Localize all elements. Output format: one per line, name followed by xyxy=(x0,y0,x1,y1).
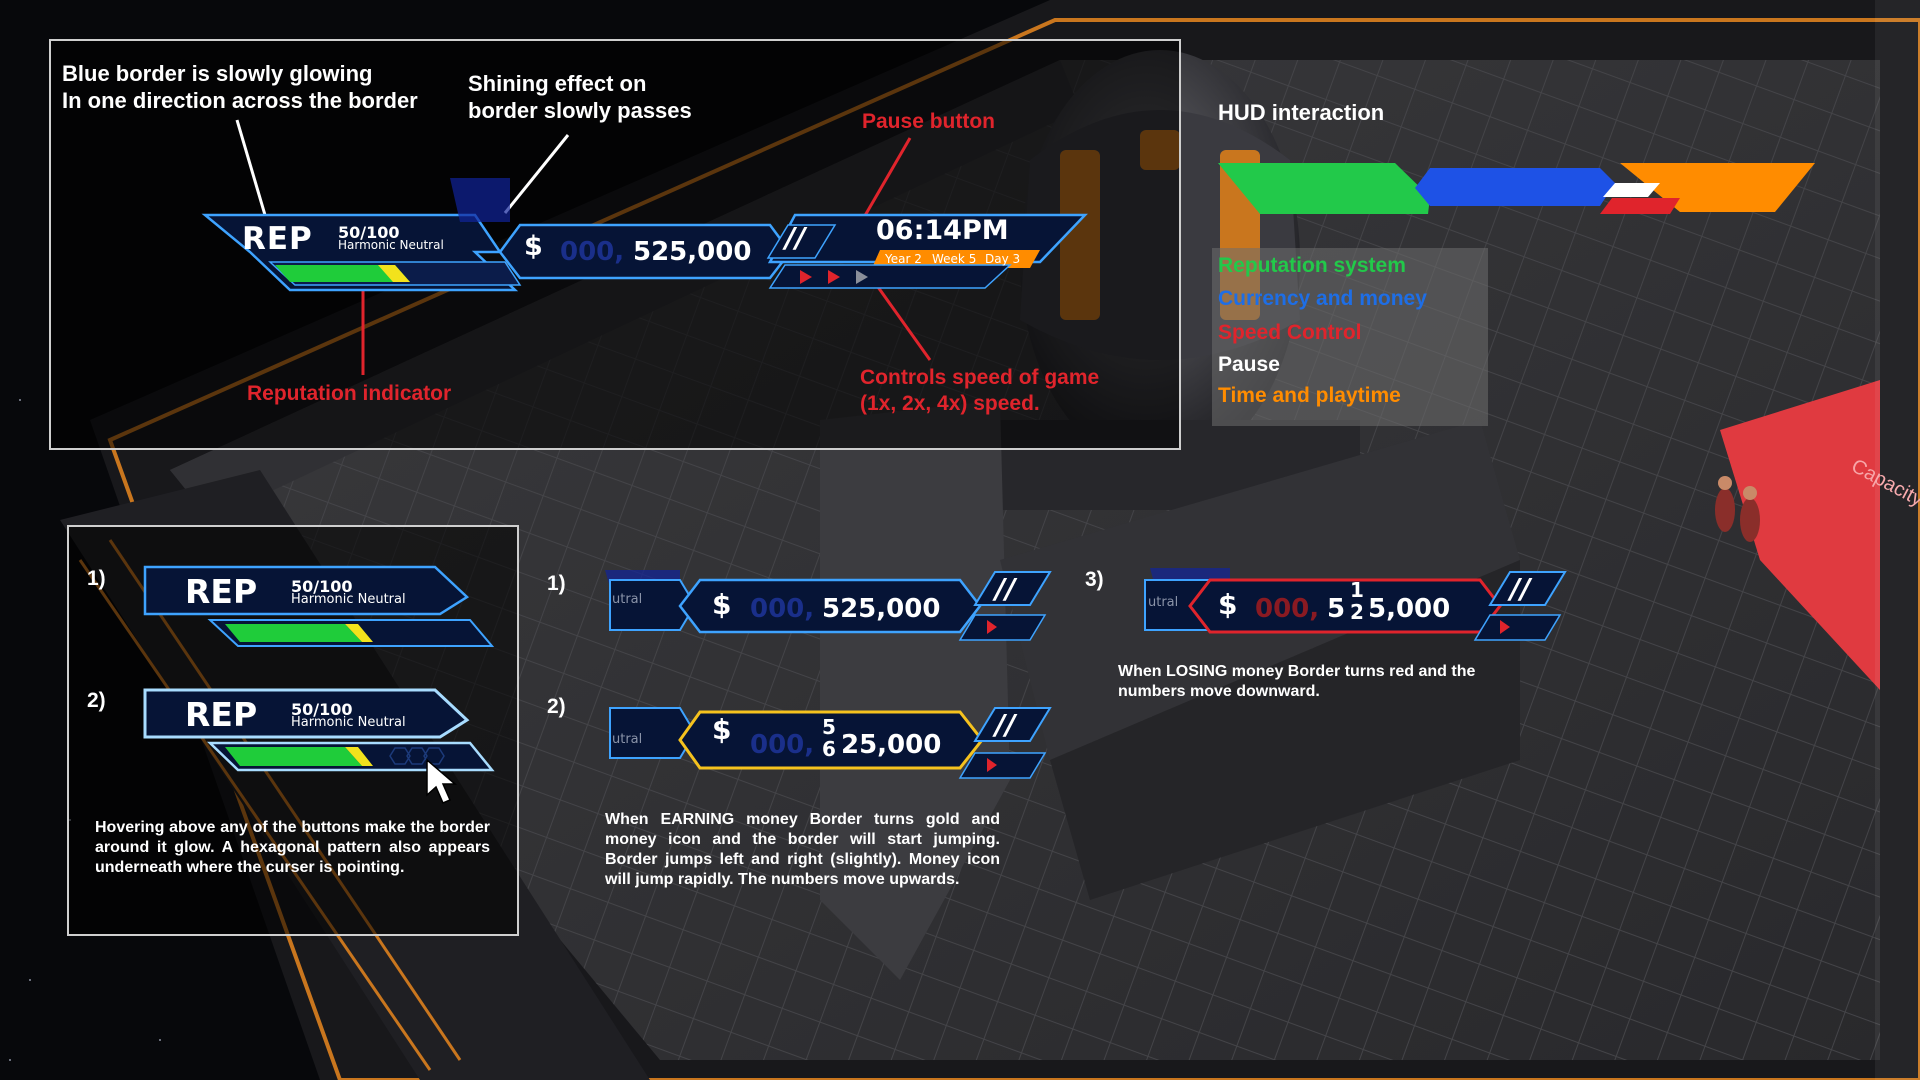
losing-money-lead: 5 xyxy=(1327,594,1346,624)
clock-time: 06:14PM xyxy=(876,215,1009,246)
normal-money-icon[interactable]: $ xyxy=(712,588,732,621)
rep-fill xyxy=(275,265,410,282)
money-value: 525,000 xyxy=(633,237,752,267)
money-state-number-3: 3) xyxy=(1085,568,1104,591)
reputation-indicator-label: Reputation indicator xyxy=(247,382,452,405)
normal-pause-icon[interactable]: // xyxy=(995,572,1016,605)
year-label: Year 2 xyxy=(885,252,922,266)
earning-money-icon[interactable]: $ xyxy=(712,713,732,746)
hover-rep-value-2: 50/100 xyxy=(291,700,353,719)
losing-pause-icon[interactable]: // xyxy=(1510,572,1531,605)
legend-item-reputation: Reputation system xyxy=(1218,254,1406,277)
speed-arrows xyxy=(800,270,868,284)
losing-digit-bottom: 2 xyxy=(1350,600,1364,624)
losing-money-rest: 5,000 xyxy=(1368,594,1451,624)
rep-value: 50/100 xyxy=(338,223,400,242)
money-prefix: 000, xyxy=(560,237,625,267)
legend-item-time: Time and playtime xyxy=(1218,384,1401,407)
hover-rep-label-1[interactable]: REP xyxy=(185,572,258,611)
hover-rep-label-2[interactable]: REP xyxy=(185,695,258,734)
losing-description: When LOSING money Border turns red and t… xyxy=(1118,663,1476,700)
hover-rep-status-2: Harmonic Neutral xyxy=(291,715,406,730)
earning-money-rest: 25,000 xyxy=(841,730,942,760)
money-icon[interactable]: $ xyxy=(524,231,543,262)
shine-effect-note: Shining effect on border slowly passes xyxy=(468,71,692,123)
hover-description: Hovering above any of the buttons make t… xyxy=(95,819,490,876)
losing-money-prefix: 000, xyxy=(1255,594,1320,624)
hover-rep-status-1: Harmonic Neutral xyxy=(291,592,406,607)
rep-status: Harmonic Neutral xyxy=(338,238,444,252)
border-glow-note: Blue border is slowly glowing In one dir… xyxy=(62,61,418,113)
speed-control-label: Controls speed of game (1x, 2x, 4x) spee… xyxy=(860,366,1100,415)
hover-example-number-2: 2) xyxy=(87,689,106,712)
earning-description: When EARNING money Border turns gold and… xyxy=(605,811,1000,888)
mouse-cursor-icon xyxy=(426,758,458,804)
legend-item-speed: Speed Control xyxy=(1218,321,1362,344)
money-state-number-1: 1) xyxy=(547,572,566,595)
legend-panel xyxy=(1212,248,1488,426)
day-label: Day 3 xyxy=(985,252,1021,266)
earning-digit-top: 5 xyxy=(822,715,836,739)
pause-icon[interactable]: // xyxy=(785,221,806,254)
week-label: Week 5 xyxy=(932,252,977,266)
hover-example-number-1: 1) xyxy=(87,567,106,590)
legend-title: HUD interaction xyxy=(1218,100,1385,125)
legend-item-pause: Pause xyxy=(1218,353,1280,376)
normal-money-value: 525,000 xyxy=(822,594,941,624)
hover-rep-value-1: 50/100 xyxy=(291,577,353,596)
rep-label: REP xyxy=(242,221,313,257)
pause-button-label: Pause button xyxy=(862,110,996,133)
legend-item-currency: Currency and money xyxy=(1218,287,1427,310)
earning-pause-icon[interactable]: // xyxy=(995,708,1016,741)
normal-money-prefix: 000, xyxy=(750,594,815,624)
losing-digit-top: 1 xyxy=(1350,578,1364,602)
side-fragment-1: utral xyxy=(612,592,643,607)
losing-money-icon[interactable]: $ xyxy=(1218,588,1238,621)
money-state-number-2: 2) xyxy=(547,695,566,718)
side-fragment-3: utral xyxy=(1148,595,1179,610)
side-fragment-2: utral xyxy=(612,732,643,747)
earning-digit-bottom: 6 xyxy=(822,737,836,761)
earning-money-prefix: 000, xyxy=(750,730,815,760)
